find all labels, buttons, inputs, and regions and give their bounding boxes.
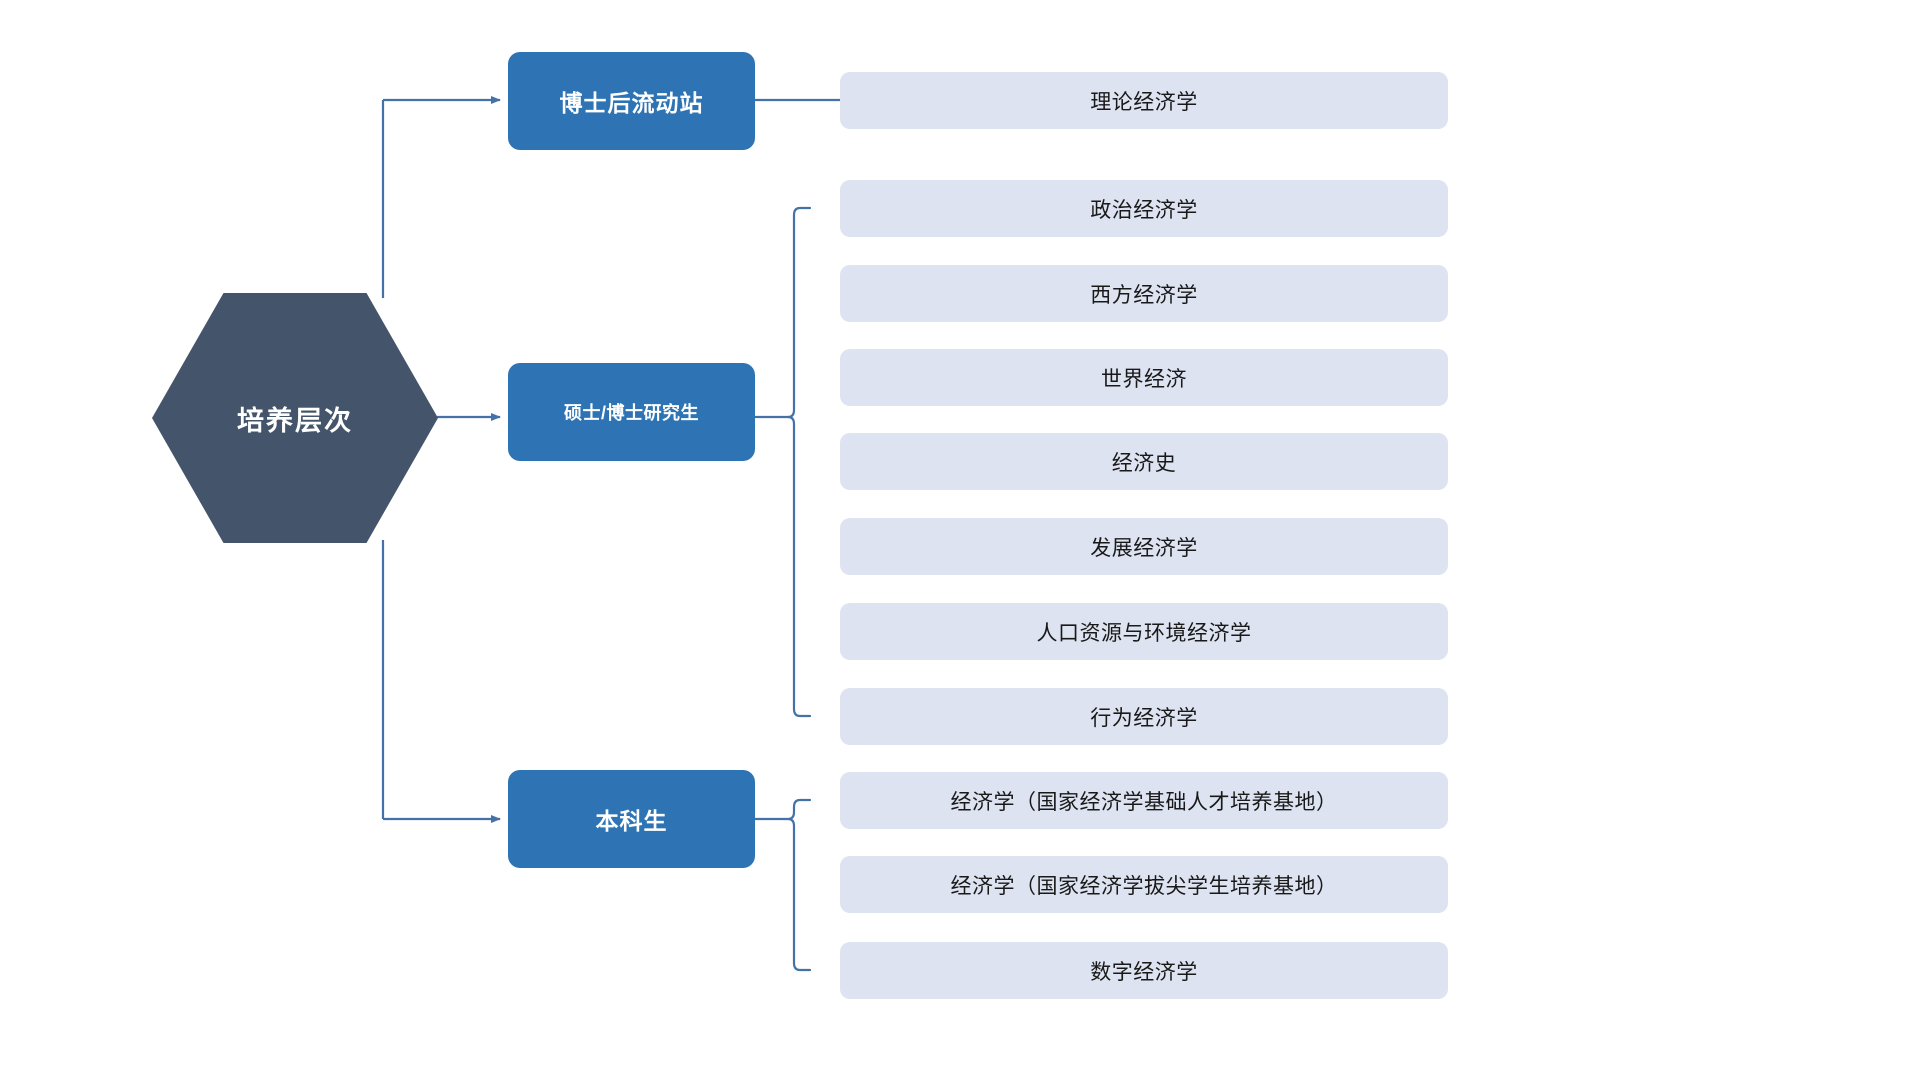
discipline-pill[interactable]: 西方经济学 <box>840 265 1448 322</box>
discipline-pill[interactable]: 数字经济学 <box>840 942 1448 999</box>
discipline-pill-label: 数字经济学 <box>1090 960 1198 984</box>
level-box-graduate[interactable]: 硕士/博士研究生 <box>508 363 755 461</box>
discipline-pill-label: 世界经济 <box>1101 367 1187 391</box>
discipline-pill-label: 经济学（国家经济学基础人才培养基地） <box>950 790 1338 814</box>
brace-graduate <box>786 206 812 718</box>
discipline-pill[interactable]: 行为经济学 <box>840 688 1448 745</box>
discipline-pill[interactable]: 人口资源与环境经济学 <box>840 603 1448 660</box>
discipline-pill[interactable]: 理论经济学 <box>840 72 1448 129</box>
discipline-pill-label: 理论经济学 <box>1090 90 1198 114</box>
root-node-label: 培养层次 <box>237 405 353 436</box>
discipline-pill-label: 经济学（国家经济学拔尖学生培养基地） <box>950 874 1338 898</box>
discipline-pill[interactable]: 经济学（国家经济学拔尖学生培养基地） <box>840 856 1448 913</box>
discipline-pill-label: 行为经济学 <box>1090 706 1198 730</box>
level-box-undergrad-label: 本科生 <box>595 808 668 834</box>
brace-undergrad <box>786 798 812 972</box>
discipline-pill[interactable]: 经济学（国家经济学基础人才培养基地） <box>840 772 1448 829</box>
discipline-pill-label: 政治经济学 <box>1090 198 1198 222</box>
discipline-pill[interactable]: 政治经济学 <box>840 180 1448 237</box>
discipline-pill-label: 西方经济学 <box>1090 283 1198 307</box>
discipline-pill-label: 发展经济学 <box>1090 536 1198 560</box>
discipline-pill-label: 人口资源与环境经济学 <box>1036 621 1252 645</box>
discipline-pill-label: 经济史 <box>1111 451 1177 475</box>
root-node-hexagon[interactable]: 培养层次 <box>152 293 438 543</box>
level-box-graduate-label: 硕士/博士研究生 <box>563 403 699 423</box>
discipline-pill[interactable]: 发展经济学 <box>840 518 1448 575</box>
level-box-postdoc[interactable]: 博士后流动站 <box>508 52 755 150</box>
level-box-undergrad[interactable]: 本科生 <box>508 770 755 868</box>
discipline-pill[interactable]: 经济史 <box>840 433 1448 490</box>
level-box-postdoc-label: 博士后流动站 <box>559 90 704 116</box>
discipline-pill[interactable]: 世界经济 <box>840 349 1448 406</box>
